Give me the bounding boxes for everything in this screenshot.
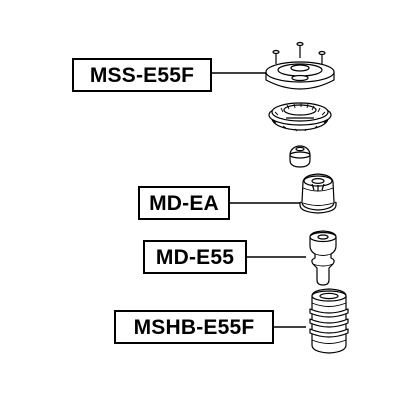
bump-stop-icon [309, 230, 337, 286]
bushing-icon [289, 145, 311, 168]
bump-stop-cap-icon [299, 173, 337, 214]
part-label-top-mount: MSS-E55F [72, 58, 212, 92]
part-label-bump-stop: MD-E55 [143, 240, 247, 274]
dust-boot-icon [309, 288, 349, 354]
top-mount-icon [265, 41, 335, 90]
leader-lines [212, 72, 306, 328]
bearing-plate-icon [268, 102, 332, 132]
part-label-dust-boot: MSHB-E55F [114, 310, 274, 344]
part-label-bump-stop-cap: MD-EA [138, 186, 230, 220]
